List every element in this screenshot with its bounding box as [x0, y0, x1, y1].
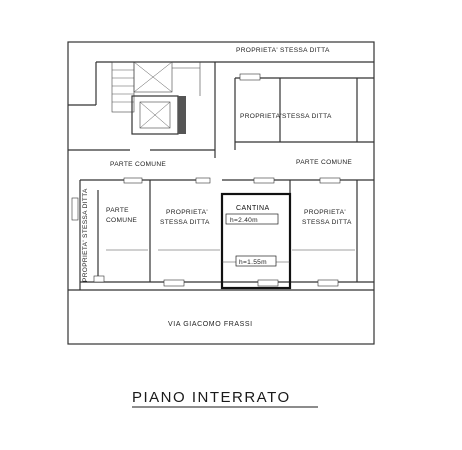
left-common-label-b: COMUNE [106, 217, 137, 224]
mid-left-property-label-a: PROPRIETA' [166, 209, 208, 216]
common-area-right-label: PARTE COMUNE [296, 159, 352, 166]
cantina-low-height-box [235, 255, 277, 267]
left-common-label-a: PARTE [106, 207, 129, 214]
plan-title: PIANO INTERRATO [132, 389, 291, 406]
cantina-height-box [225, 213, 279, 225]
site-boundary [67, 41, 375, 345]
left-vertical-property-label: PROPRIETA' STESSA DITTA [82, 188, 89, 282]
stair-core [111, 61, 201, 135]
mid-right-property-label-b: STESSA DITTA [302, 219, 352, 226]
common-area-left-label: PARTE COMUNE [110, 161, 166, 168]
mid-left-property-label-b: STESSA DITTA [160, 219, 210, 226]
upper-property-label-b: STESSA DITTA [282, 113, 332, 120]
street-name-label: VIA GIACOMO FRASSI [168, 321, 253, 328]
cantina-height-label: h=2.40m [230, 217, 258, 224]
cantina-label: CANTINA [236, 205, 270, 212]
mid-right-property-label-a: PROPRIETA' [304, 209, 346, 216]
wall-openings [71, 73, 341, 287]
upper-property-label-a: PROPRIETA' [240, 113, 282, 120]
cantina-low-height-label: h=1.55m [239, 259, 267, 266]
top-property-label: PROPRIETA' STESSA DITTA [236, 47, 330, 54]
